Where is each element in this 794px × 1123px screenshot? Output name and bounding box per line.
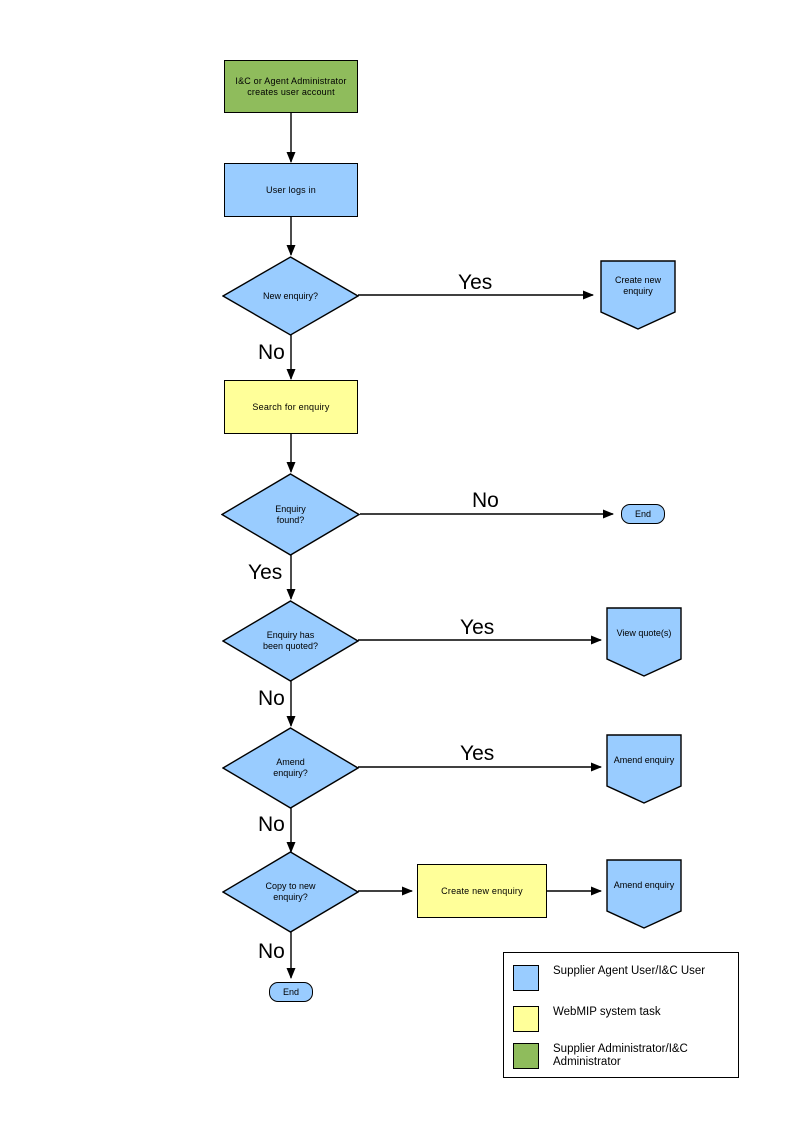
edge-label-enquiry-found-no: No [472,489,499,512]
legend-swatch-system-yellow [513,1006,539,1032]
node-amend-enquiry-manual-1[interactable]: Amend enquiry [606,734,682,804]
node-view-quotes-manual[interactable]: View quote(s) [606,607,682,677]
legend-box: Supplier Agent User/I&C User WebMIP syst… [503,952,739,1078]
edge-label-enquiry-found-yes: Yes [248,561,283,584]
legend-swatch-user-blue [513,965,539,991]
node-create-new-enquiry-system[interactable]: Create new enquiry [417,864,547,918]
node-label: Search for enquiry [252,401,330,412]
edge-label-amend-enquiry-no: No [258,813,285,836]
node-end-terminator-1[interactable]: End [621,504,665,524]
node-new-enquiry-decision[interactable]: New enquiry? [222,256,359,336]
node-label: Create new enquiry [441,885,523,896]
edge-label-amend-enquiry-yes: Yes [460,742,495,765]
legend-label: WebMIP system task [553,1006,661,1018]
edge-label-new-enquiry-yes: Yes [458,271,493,294]
node-label: End [282,987,299,997]
node-end-terminator-2[interactable]: End [269,982,313,1002]
node-amend-enquiry-manual-2[interactable]: Amend enquiry [606,859,682,929]
edge-label-enquiry-quoted-yes: Yes [460,616,495,639]
legend-item-supplier-agent-user: Supplier Agent User/I&C User [513,965,705,991]
node-user-logs-in[interactable]: User logs in [224,163,358,217]
node-label: User logs in [266,184,316,195]
node-search-for-enquiry[interactable]: Search for enquiry [224,380,358,434]
edge-label-new-enquiry-no: No [258,341,285,364]
legend-label: Supplier Administrator/I&C Administrator [553,1043,688,1068]
legend-item-webmip-system-task: WebMIP system task [513,1006,661,1032]
edge-label-enquiry-quoted-no: No [258,687,285,710]
node-label: End [634,509,651,519]
legend-item-supplier-administrator: Supplier Administrator/I&C Administrator [513,1043,688,1069]
legend-swatch-admin-green [513,1043,539,1069]
edge-label-copy-to-new-no: No [258,940,285,963]
legend-label: Supplier Agent User/I&C User [553,965,706,977]
